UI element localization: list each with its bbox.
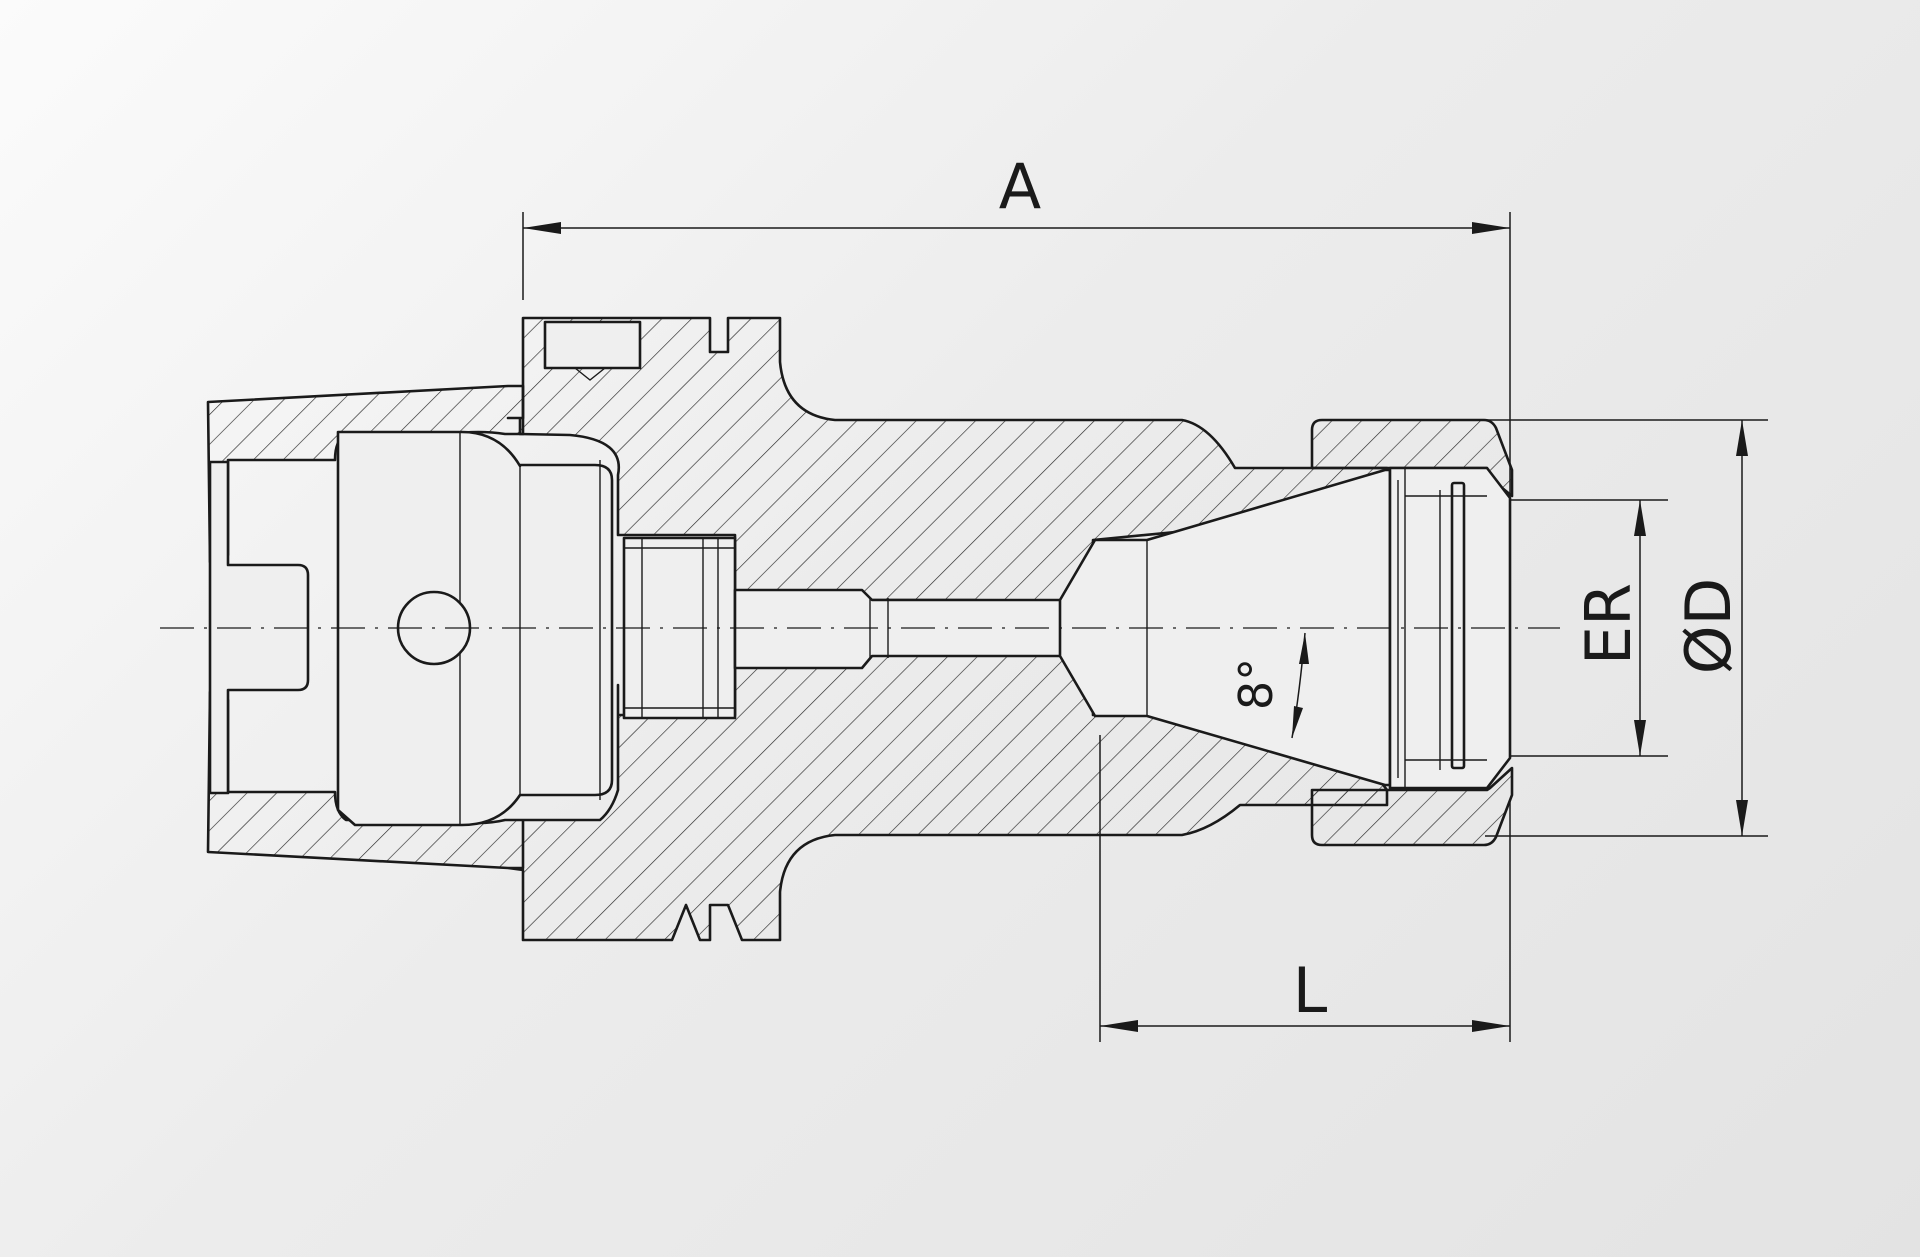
upper-section (206, 316, 1389, 627)
dimension-a: A (522, 150, 1511, 500)
taper-angle-label: 8° (1229, 658, 1283, 710)
dimension-a-label: A (999, 150, 1041, 223)
dimension-d-label: ØD (1672, 578, 1745, 675)
dimension-er: ER (1510, 499, 1668, 757)
dimension-d: ØD (1485, 419, 1768, 837)
clamping-nut (1310, 418, 1514, 847)
taper-angle: 8° (1229, 632, 1309, 739)
dimension-er-label: ER (1572, 583, 1645, 665)
dimension-l: L (1099, 735, 1511, 1042)
dimension-l-label: L (1293, 954, 1328, 1027)
